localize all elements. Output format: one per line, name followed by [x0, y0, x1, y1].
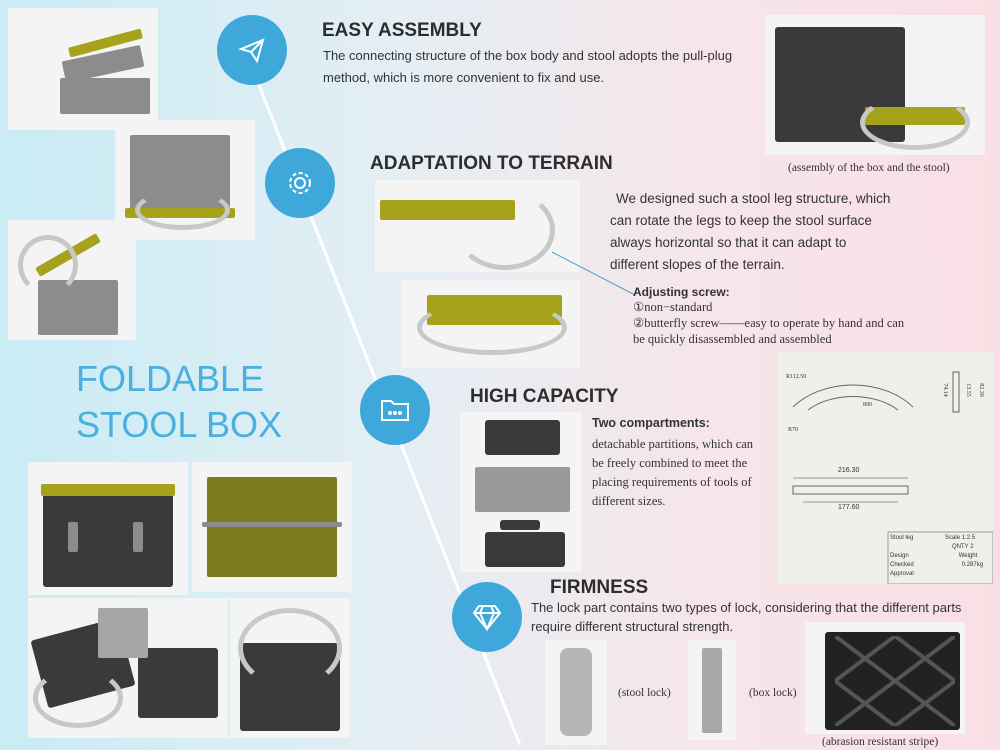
- title-block: Stool leg Scale 1:2.5 QNTY 2 Design Weigh…: [890, 534, 983, 579]
- dim-r70: R70: [788, 427, 799, 433]
- stool-leg-detail-render: [375, 180, 580, 272]
- terrain-body: We designed such a stool leg structure, …: [610, 191, 891, 272]
- heading-adaptation-to-terrain: ADAPTATION TO TERRAIN: [370, 153, 613, 174]
- qnty-label: QNTY: [952, 544, 969, 550]
- box-front-view: [28, 462, 188, 595]
- row-design: Design: [890, 553, 909, 559]
- dim-74: 74.14: [941, 383, 948, 397]
- heading-high-capacity: HIGH CAPACITY: [470, 386, 619, 407]
- dim-13: 13.55: [964, 383, 971, 397]
- box-lid-open-render: [8, 220, 136, 340]
- folder-icon: [360, 375, 430, 445]
- box-lock-caption: (box lock): [749, 687, 797, 699]
- stool-lock-caption: (stool lock): [618, 687, 671, 699]
- box-lock-render: [688, 640, 736, 740]
- dim-216: 216.30: [838, 467, 860, 474]
- stool-render: [402, 280, 580, 368]
- abrasion-stripe-caption: (abrasion resistant stripe): [822, 736, 939, 748]
- weight-label: Weight: [958, 553, 978, 559]
- dim-angle: 890: [863, 402, 872, 408]
- stool-top-view: [192, 462, 352, 592]
- heading-firmness: FIRMNESS: [550, 577, 649, 598]
- dim-177: 177.60: [838, 504, 860, 511]
- note-line-1: ①non−standard: [633, 300, 713, 314]
- row-checked: Checked: [890, 562, 914, 568]
- stool-lock-render: [545, 640, 607, 745]
- assembly-render: [765, 15, 985, 155]
- paper-plane-icon: [217, 15, 287, 85]
- product-title: FOLDABLE STOOL BOX: [76, 356, 282, 448]
- easy-assembly-body: The connecting structure of the box body…: [323, 48, 733, 85]
- gear-icon: [265, 148, 335, 218]
- firmness-body: The lock part contains two types of lock…: [531, 600, 962, 634]
- box-open-render: [8, 8, 158, 130]
- scale-value: 1:2.5: [961, 535, 976, 541]
- assembly-caption: (assembly of the box and the stool): [788, 162, 950, 174]
- title-line-2: STOOL BOX: [76, 404, 283, 445]
- capacity-subtitle: Two compartments:: [592, 416, 710, 430]
- note-title: Adjusting screw:: [633, 285, 730, 299]
- exploded-compartments-render: [460, 412, 582, 572]
- note-line-2: ②butterfly screw——easy to operate by han…: [633, 316, 905, 346]
- box-side-view: [230, 598, 350, 738]
- heading-easy-assembly: EASY ASSEMBLY: [322, 20, 482, 41]
- callout-line: [551, 251, 636, 296]
- technical-drawing: 216.30 177.60 74.14 13.55 82.30 R112.50 …: [778, 352, 993, 584]
- qnty-value: 2: [970, 544, 974, 550]
- row-approval: Approval: [890, 571, 914, 577]
- weight-value: 0.287kg: [961, 562, 984, 568]
- scale-label: Scale: [945, 535, 961, 541]
- title-line-1: FOLDABLE: [76, 358, 265, 399]
- part-name: Stool leg: [890, 535, 914, 541]
- dim-r112: R112.50: [786, 374, 807, 380]
- abrasion-stripe-render: [805, 622, 965, 734]
- capacity-body: detachable partitions, which can be free…: [592, 437, 754, 508]
- box-exploded-partitions: [28, 598, 228, 738]
- dim-82: 82.30: [977, 383, 984, 397]
- diamond-icon: [452, 582, 522, 652]
- adjusting-screw-note: Adjusting screw: ①non−standard ②butterfl…: [633, 285, 908, 347]
- box-with-stool-render: [115, 120, 255, 240]
